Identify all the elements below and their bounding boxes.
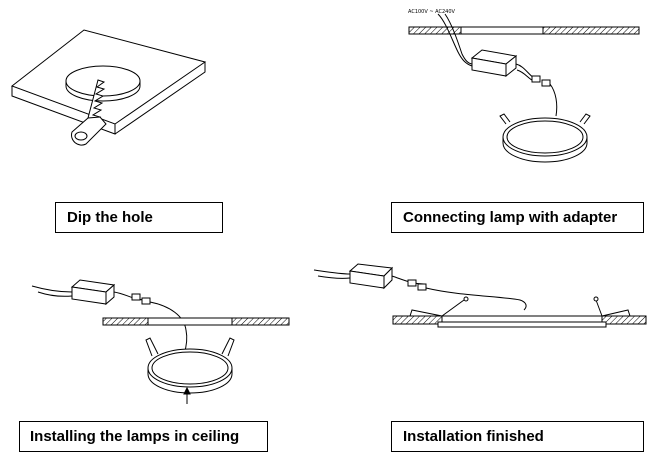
lamp-panel xyxy=(145,337,235,394)
step-label-text: Connecting lamp with adapter xyxy=(403,209,618,226)
step4-drawing xyxy=(313,263,647,328)
step-label-text: Installing the lamps in ceiling xyxy=(30,428,240,445)
hole-saw xyxy=(71,79,107,146)
step-label-installing: Installing the lamps in ceiling xyxy=(19,421,268,452)
lamp-panel xyxy=(499,113,591,163)
installed-lamp xyxy=(409,296,631,328)
push-up-arrow xyxy=(183,386,191,404)
step-label-dip-hole: Dip the hole xyxy=(55,202,223,233)
cut-hole xyxy=(65,65,141,97)
adapter-box xyxy=(348,263,394,290)
voltage-label: AC100V ~ AC240V xyxy=(408,9,456,15)
step-label-text: Installation finished xyxy=(403,428,544,445)
step2-drawing: AC100V ~ AC240V xyxy=(408,9,640,163)
adapter-box xyxy=(70,279,116,306)
step-label-finished: Installation finished xyxy=(391,421,644,452)
step-label-text: Dip the hole xyxy=(67,209,153,226)
adapter-box xyxy=(470,49,518,78)
step-label-connecting: Connecting lamp with adapter xyxy=(391,202,644,233)
step1-drawing xyxy=(10,29,207,146)
step3-drawing xyxy=(31,279,290,404)
